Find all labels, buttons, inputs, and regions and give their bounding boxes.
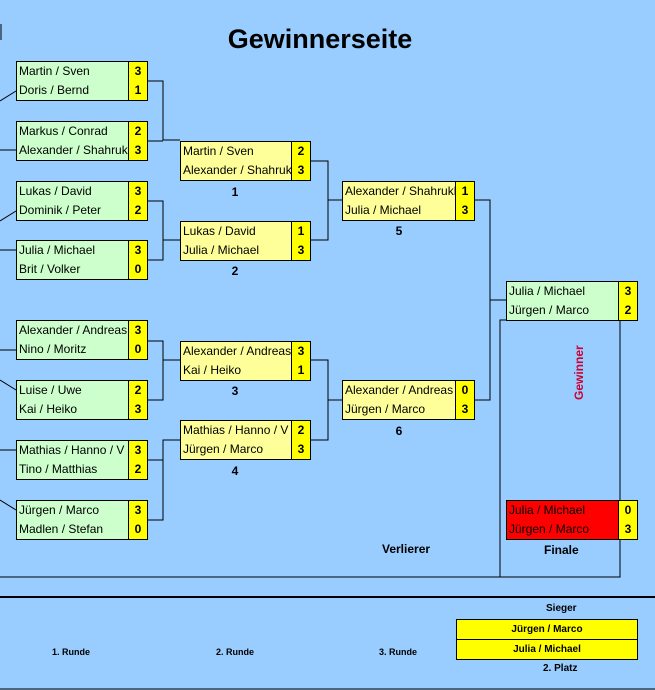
team-name: Alexander / Shahrukh <box>17 141 128 160</box>
team-name: Julia / Michael <box>181 241 291 260</box>
team-name: Lukas / David <box>17 182 128 201</box>
match-number: 5 <box>395 224 403 238</box>
team-score: 3 <box>128 441 147 460</box>
match-number: 1 <box>231 185 239 199</box>
team-name: Nino / Moritz <box>17 340 128 359</box>
page-title: Gewinnerseite <box>227 24 413 54</box>
team-score: 3 <box>618 520 637 539</box>
team-name: Tino / Matthias <box>17 460 128 479</box>
team-name: Alexander / Andreas <box>181 342 291 361</box>
team-name: Mathias / Hanno / V <box>17 441 128 460</box>
team-score: 3 <box>291 440 310 459</box>
sieger-label: Sieger <box>546 603 577 614</box>
team-score: 1 <box>291 361 310 380</box>
team-score: 1 <box>291 222 310 241</box>
team-name: Jürgen / Marco <box>507 520 618 539</box>
team-name: Julia / Michael <box>343 201 455 220</box>
team-name: Madlen / Stefan <box>17 520 128 539</box>
team-name: Martin / Sven <box>17 62 128 81</box>
team-name: Julia / Michael <box>507 501 618 520</box>
team-score: 2 <box>618 301 637 320</box>
team-score: 0 <box>128 340 147 359</box>
team-name: Mathias / Hanno / V <box>181 421 291 440</box>
team-name: Jürgen / Marco <box>343 400 455 419</box>
team-score: 1 <box>455 182 474 201</box>
team-name: Jürgen / Marco <box>507 301 618 320</box>
team-name: Alexander / Shahrukh <box>343 182 455 201</box>
team-score: 3 <box>455 400 474 419</box>
team-name: Martin / Sven <box>181 142 291 161</box>
round-1-label: 1. Runde <box>52 647 91 657</box>
team-name: Brit / Volker <box>17 260 128 279</box>
team-score: 3 <box>128 241 147 260</box>
team-score: 3 <box>128 501 147 520</box>
team-score: 3 <box>128 321 147 340</box>
team-name: Alexander / Shahrukh <box>181 161 291 180</box>
team-name: Jürgen / Marco <box>17 501 128 520</box>
team-name: Alexander / Andreas <box>343 381 455 400</box>
sieger-value: Jürgen / Marco <box>456 619 638 640</box>
round-2-label: 2. Runde <box>216 647 255 657</box>
team-score: 0 <box>128 520 147 539</box>
team-score: 3 <box>128 62 147 81</box>
zweiter-label: 2. Platz <box>543 663 578 674</box>
match-number: 6 <box>395 424 403 438</box>
team-name: Alexander / Andreas <box>17 321 128 340</box>
team-score: 3 <box>291 342 310 361</box>
match-number: 4 <box>231 464 239 478</box>
team-score: 3 <box>128 141 147 160</box>
team-score: 3 <box>618 282 637 301</box>
team-score: 3 <box>291 161 310 180</box>
team-score: 1 <box>128 81 147 100</box>
team-score: 2 <box>291 421 310 440</box>
verlierer-label: Verlierer <box>382 542 431 556</box>
team-name: Luise / Uwe <box>17 381 128 400</box>
team-name: Markus / Conrad <box>17 122 128 141</box>
team-score: 2 <box>128 122 147 141</box>
team-score: 0 <box>455 381 474 400</box>
team-name: Doris / Bernd <box>17 81 128 100</box>
team-name: Julia / Michael <box>17 241 128 260</box>
team-score: 3 <box>455 201 474 220</box>
team-score: 3 <box>128 182 147 201</box>
zweiter-value: Julia / Michael <box>456 639 638 660</box>
team-name: Jürgen / Marco <box>181 440 291 459</box>
team-score: 2 <box>128 201 147 220</box>
round-3-label: 3. Runde <box>379 647 418 657</box>
team-name: Lukas / David <box>181 222 291 241</box>
match-number: 3 <box>231 384 239 398</box>
team-score: 3 <box>291 241 310 260</box>
team-score: 2 <box>291 142 310 161</box>
finale-label: Finale <box>544 543 579 557</box>
team-name: Kai / Heiko <box>181 361 291 380</box>
team-score: 2 <box>128 460 147 479</box>
team-score: 3 <box>128 400 147 419</box>
match-number: 2 <box>231 264 239 278</box>
team-score: 2 <box>128 381 147 400</box>
team-name: Dominik / Peter <box>17 201 128 220</box>
team-name: Kai / Heiko <box>17 400 128 419</box>
team-score: 0 <box>128 260 147 279</box>
gewinner-label: Gewinner <box>572 345 586 400</box>
team-score: 0 <box>618 501 637 520</box>
team-name: Julia / Michael <box>507 282 618 301</box>
